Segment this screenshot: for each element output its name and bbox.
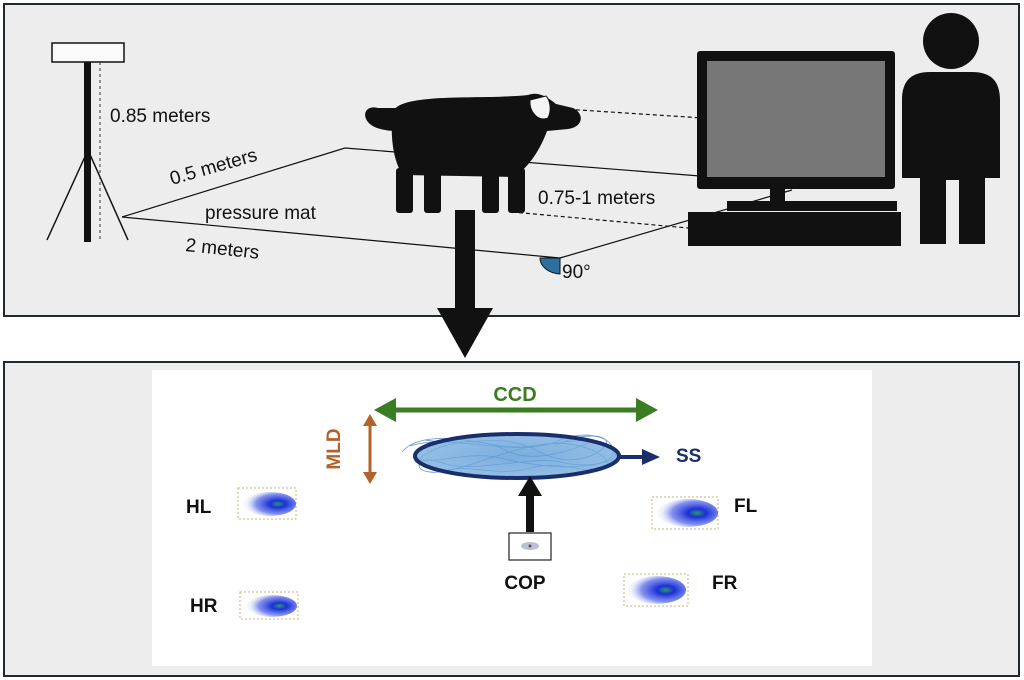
hl-label: HL — [186, 497, 212, 518]
fr-label: FR — [712, 573, 738, 594]
camera-height-label: 0.85 meters — [110, 106, 210, 127]
ss-arrow — [618, 449, 660, 465]
right-angle-marker — [539, 257, 561, 275]
mld-arrow — [363, 414, 377, 484]
paw-print-hl — [237, 487, 297, 520]
cop-label: COP — [504, 573, 546, 594]
hr-label: HR — [190, 596, 218, 617]
pressure-map — [152, 370, 872, 666]
mat-to-screen-label: 0.75-1 meters — [538, 188, 655, 209]
dog-icon — [365, 93, 581, 213]
ss-label: SS — [676, 446, 701, 467]
cop-arrow — [518, 476, 542, 532]
fl-label: FL — [734, 496, 758, 517]
ccd-arrow — [374, 398, 658, 422]
ccd-label: CCD — [493, 384, 536, 406]
pressure-mat-label: pressure mat — [205, 203, 317, 224]
sway-ellipse — [413, 432, 621, 480]
down-arrow — [437, 210, 493, 358]
mld-label: MLD — [324, 428, 345, 469]
camera-icon — [51, 42, 125, 63]
person-icon — [902, 13, 1000, 244]
keyboard-icon — [688, 212, 901, 246]
paw-print-hr — [239, 591, 299, 620]
cop-marker — [508, 532, 552, 561]
monitor-icon — [688, 51, 901, 246]
paw-print-fr — [623, 573, 689, 607]
camera-tripod — [46, 42, 129, 242]
angle-label: 90° — [562, 262, 591, 283]
paw-print-fl — [651, 496, 719, 530]
